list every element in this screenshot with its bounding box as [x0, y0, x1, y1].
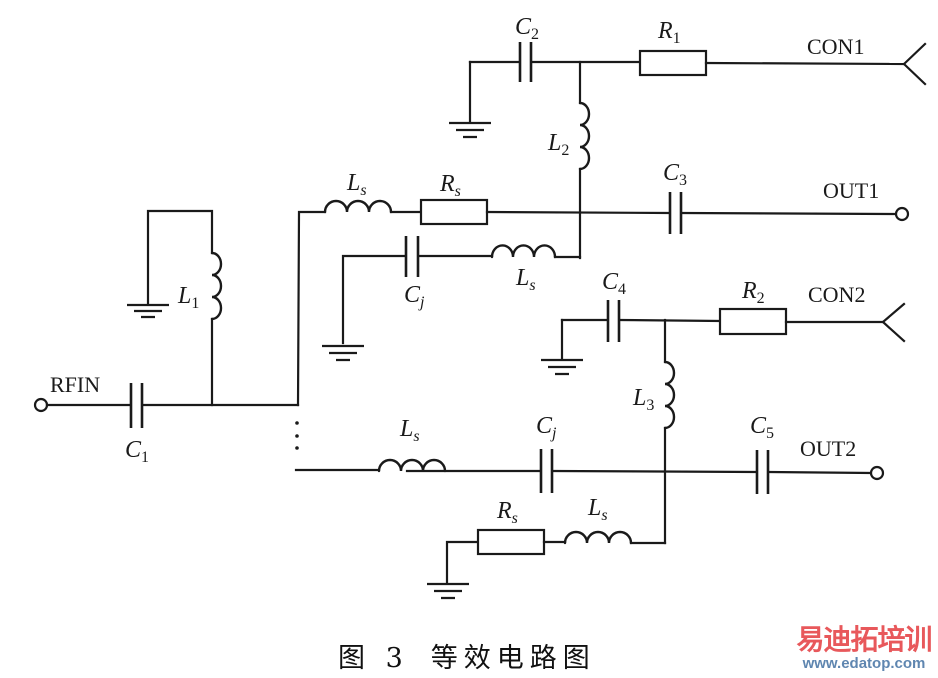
- capacitor-cj-upper: [404, 236, 420, 277]
- resistor-r2: [718, 307, 788, 336]
- label-ls-lower: Ls: [399, 416, 420, 445]
- figure-title: 等效电路图: [430, 643, 596, 674]
- capacitor-cj-lower: [539, 449, 554, 493]
- label-l3: L3: [632, 385, 654, 414]
- label-c4: C4: [602, 269, 626, 298]
- resistor-rs-lower: [476, 528, 546, 556]
- label-c1: C1: [125, 437, 149, 466]
- watermark: 易迪拓培训 www.edatop.com: [793, 624, 935, 672]
- figure-number: 图 3: [338, 643, 409, 674]
- inductor-ls-upper: [323, 199, 393, 214]
- capacitor-c2: [518, 42, 533, 82]
- capacitor-c4: [606, 300, 621, 342]
- resistor-r1: [638, 49, 708, 77]
- ground-icon: [322, 344, 364, 362]
- watermark-brand: 易迪拓培训: [796, 623, 932, 656]
- inductor-l2: [578, 101, 591, 171]
- port-label-out1: OUT1: [823, 178, 879, 203]
- label-c2: C2: [515, 14, 539, 43]
- label-cj-upper: Cj: [404, 282, 425, 311]
- inductor-ls-lower: [377, 458, 447, 473]
- continuation-dot: [295, 434, 299, 438]
- con2-branch: [541, 300, 906, 545]
- port-label-rfin: RFIN: [50, 372, 100, 397]
- inductor-ls-bottom: [563, 530, 633, 545]
- ground-icon: [127, 303, 169, 319]
- figure-caption: 图 3 等效电路图: [338, 636, 596, 675]
- out1-branch: [296, 192, 910, 407]
- out1-terminal[interactable]: [894, 206, 910, 222]
- label-r1: R1: [657, 18, 681, 47]
- label-cj-lower: Cj: [536, 413, 557, 442]
- ground-icon: [427, 582, 469, 600]
- label-ls-middle: Ls: [515, 265, 536, 294]
- label-ls-bottom: Ls: [587, 495, 608, 524]
- label-l2: L2: [547, 130, 569, 159]
- label-r2: R2: [741, 278, 765, 307]
- continuation-dot: [295, 421, 299, 425]
- port-label-out2: OUT2: [800, 436, 856, 461]
- capacitor-c5: [755, 450, 770, 494]
- ground-icon: [449, 121, 491, 139]
- antenna-icon: [902, 42, 927, 86]
- resistor-rs-upper: [419, 198, 489, 226]
- continuation-dot: [295, 446, 299, 450]
- rfin-terminal[interactable]: [33, 397, 49, 413]
- input-section: [33, 209, 300, 450]
- port-label-con2: CON2: [808, 282, 865, 307]
- label-ls-upper: Ls: [346, 170, 367, 199]
- capacitor-c1: [129, 383, 144, 428]
- label-rs-lower: Rs: [496, 498, 518, 527]
- con1-branch: [449, 42, 927, 260]
- label-c3: C3: [663, 160, 687, 189]
- port-label-con1: CON1: [807, 34, 864, 59]
- inductor-ls-middle: [490, 244, 557, 259]
- antenna-icon: [881, 302, 906, 343]
- ground-icon: [541, 358, 583, 376]
- inductor-l3: [663, 360, 676, 430]
- out2-terminal[interactable]: [869, 465, 885, 481]
- inductor-l1: [210, 251, 223, 321]
- capacitor-c3: [668, 192, 683, 234]
- label-rs-upper: Rs: [439, 171, 461, 200]
- label-l1: L1: [177, 283, 199, 312]
- out2-branch: [294, 449, 885, 600]
- watermark-url: www.edatop.com: [802, 655, 926, 672]
- label-c5: C5: [750, 413, 774, 442]
